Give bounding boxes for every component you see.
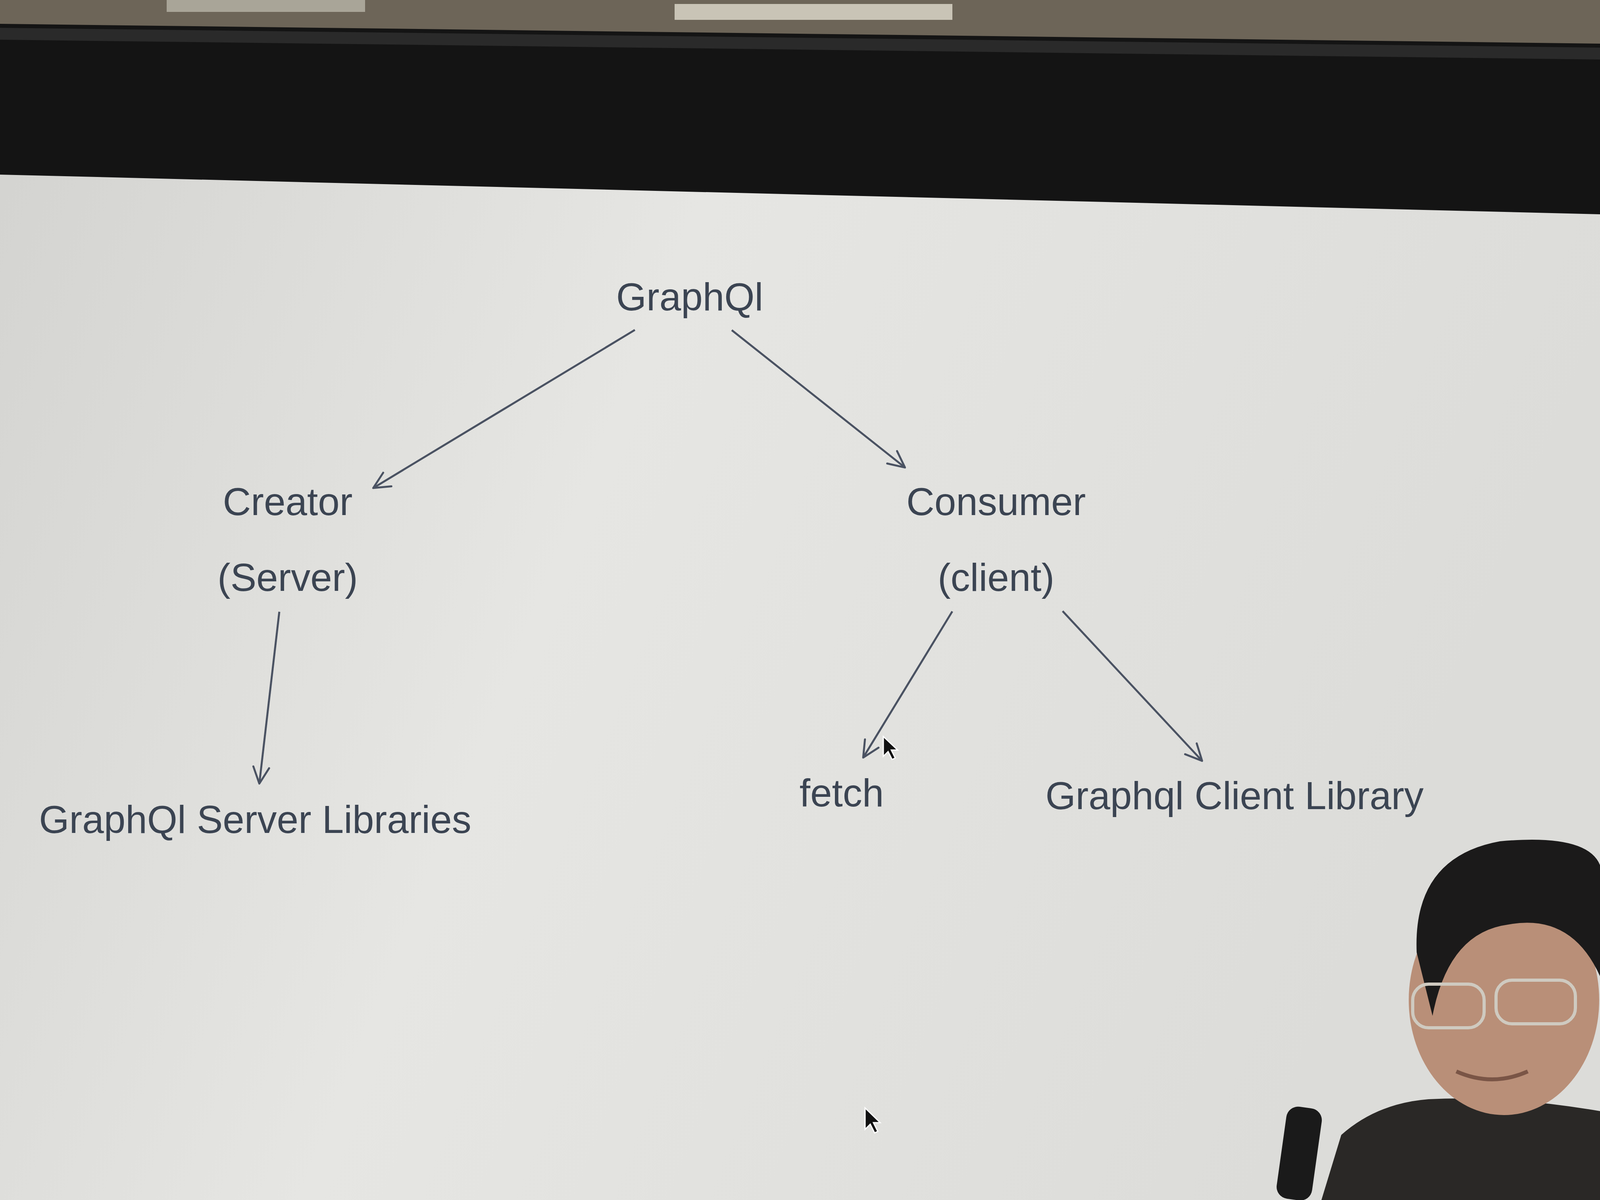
arrow-head <box>887 451 906 468</box>
arrow-head <box>863 739 879 758</box>
arrow-connector <box>1062 611 1203 761</box>
mouse-cursor <box>865 1107 881 1133</box>
server-library-node: GraphQl Server Libraries <box>26 787 483 852</box>
node-label: (Server) <box>217 555 358 600</box>
arrow-connector <box>373 329 635 488</box>
node-label: Graphql Client Library <box>1045 773 1424 819</box>
bezel-edge <box>0 27 1600 60</box>
client-library-node: Graphql Client Library <box>1033 763 1436 828</box>
arrow-connector <box>863 611 953 758</box>
arrow-head <box>373 472 392 489</box>
node-label: Creator <box>217 479 358 525</box>
node-label: GraphQl <box>616 274 764 320</box>
arrow-head <box>1184 743 1202 761</box>
root-node: GraphQl <box>604 265 775 329</box>
office-light <box>674 3 953 20</box>
arrow-connector <box>259 611 279 784</box>
arrow-connector <box>731 330 905 468</box>
node-label: (client) <box>906 555 1086 600</box>
client-node: Consumer (client) <box>894 469 1098 610</box>
node-label: fetch <box>799 770 884 816</box>
server-node: Creator (Server) <box>205 469 370 610</box>
office-light <box>166 0 366 12</box>
presenter-figure <box>1275 839 1600 1200</box>
mouse-cursor <box>883 736 898 760</box>
monitor-bezel <box>0 23 1600 215</box>
node-label: GraphQl Server Libraries <box>38 797 472 843</box>
node-label: Consumer <box>906 479 1086 525</box>
fetch-node: fetch <box>787 761 896 825</box>
arrow-head <box>253 766 270 784</box>
